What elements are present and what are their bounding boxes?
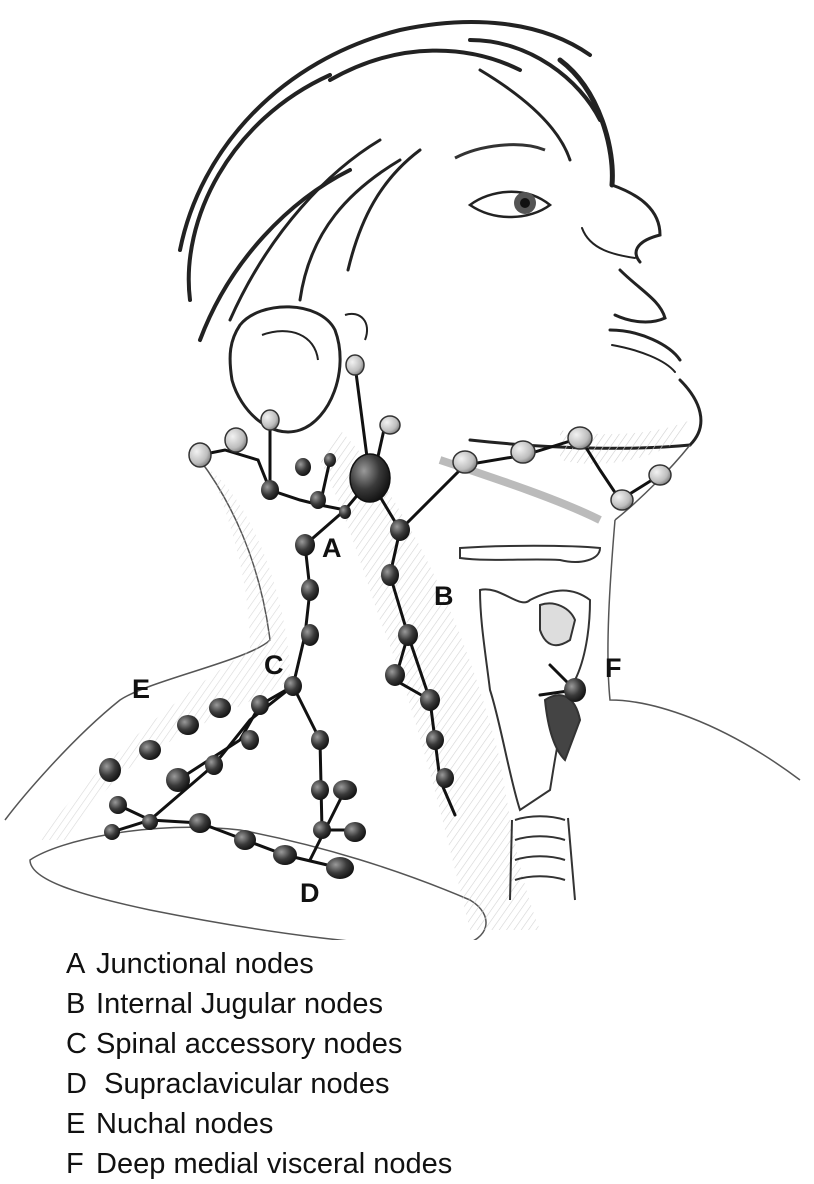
lymph-node — [251, 695, 269, 715]
label-c: C — [264, 650, 284, 680]
legend-item: D Supraclavicular nodes — [66, 1064, 452, 1104]
lymph-node — [295, 458, 311, 476]
ear — [228, 305, 368, 434]
lymph-node — [142, 814, 158, 830]
lymph-node — [209, 698, 231, 718]
legend-text: Deep medial visceral nodes — [88, 1148, 453, 1180]
lymph-node — [166, 768, 190, 792]
legend-item: C Spinal accessory nodes — [66, 1024, 452, 1064]
lymph-node — [564, 678, 586, 702]
lymph-node — [310, 491, 326, 509]
legend-item: F Deep medial visceral nodes — [66, 1144, 452, 1184]
eye — [454, 143, 553, 219]
legend-text: Junctional nodes — [88, 948, 314, 980]
face-profile — [468, 183, 703, 450]
lymph-node — [326, 857, 354, 879]
legend-text: Internal Jugular nodes — [88, 988, 384, 1020]
lymph-node — [324, 453, 336, 467]
lymph-node — [385, 664, 405, 686]
lymph-node — [381, 564, 399, 586]
lymph-node — [224, 427, 248, 453]
lymph-node — [452, 450, 478, 474]
label-f: F — [605, 653, 622, 683]
lymph-node-large — [349, 453, 391, 503]
legend: A Junctional nodes B Internal Jugular no… — [66, 944, 452, 1184]
lymph-node — [339, 505, 351, 519]
lymph-node — [205, 755, 223, 775]
label-e: E — [132, 674, 151, 704]
lymph-node — [261, 480, 279, 500]
lymph-node — [188, 442, 212, 468]
label-b: B — [434, 581, 454, 611]
lymph-node — [567, 426, 593, 450]
lymph-nodes — [99, 354, 672, 879]
lymph-node — [273, 845, 297, 865]
lymph-node — [610, 489, 634, 511]
lymph-node — [284, 676, 302, 696]
head-neck-lymph-node-illustration — [4, 20, 801, 940]
lymph-node — [99, 758, 121, 782]
lymph-node — [104, 824, 120, 840]
lymph-node — [109, 796, 127, 814]
lymph-node — [379, 415, 401, 435]
legend-letter: A — [66, 948, 86, 980]
lymph-node — [260, 409, 280, 431]
lymph-node — [189, 813, 211, 833]
lymph-node — [311, 780, 329, 800]
legend-letter: F — [66, 1148, 84, 1180]
legend-item: A Junctional nodes — [66, 944, 452, 984]
label-d: D — [300, 878, 320, 908]
lymph-node — [426, 730, 444, 750]
lymph-node — [234, 830, 256, 850]
lymph-node — [344, 822, 366, 842]
legend-item: B Internal Jugular nodes — [66, 984, 452, 1024]
legend-letter: D — [66, 1068, 87, 1100]
legend-letter: B — [66, 988, 86, 1020]
larynx-trachea — [459, 544, 602, 901]
lymph-node — [345, 354, 365, 376]
lymph-node — [436, 768, 454, 788]
lymph-node — [510, 440, 536, 464]
lymph-node — [301, 579, 319, 601]
hair-outline — [178, 20, 615, 342]
lymph-node — [139, 740, 161, 760]
legend-text: Spinal accessory nodes — [88, 1028, 403, 1060]
lymph-node — [398, 624, 418, 646]
lymph-node — [420, 689, 440, 711]
lymph-node — [311, 730, 329, 750]
lymph-node — [390, 519, 410, 541]
lymph-node — [333, 780, 357, 800]
legend-text: Nuchal nodes — [88, 1108, 274, 1140]
lymph-node — [301, 624, 319, 646]
legend-text: Supraclavicular nodes — [88, 1068, 390, 1100]
legend-letter: C — [66, 1028, 87, 1060]
legend-letter: E — [66, 1108, 86, 1140]
legend-item: E Nuchal nodes — [66, 1104, 452, 1144]
lymph-node — [177, 715, 199, 735]
lymph-node — [241, 730, 259, 750]
lymph-node — [313, 821, 331, 839]
lymph-node — [648, 464, 672, 486]
label-a: A — [322, 533, 342, 563]
lymph-node — [295, 534, 315, 556]
